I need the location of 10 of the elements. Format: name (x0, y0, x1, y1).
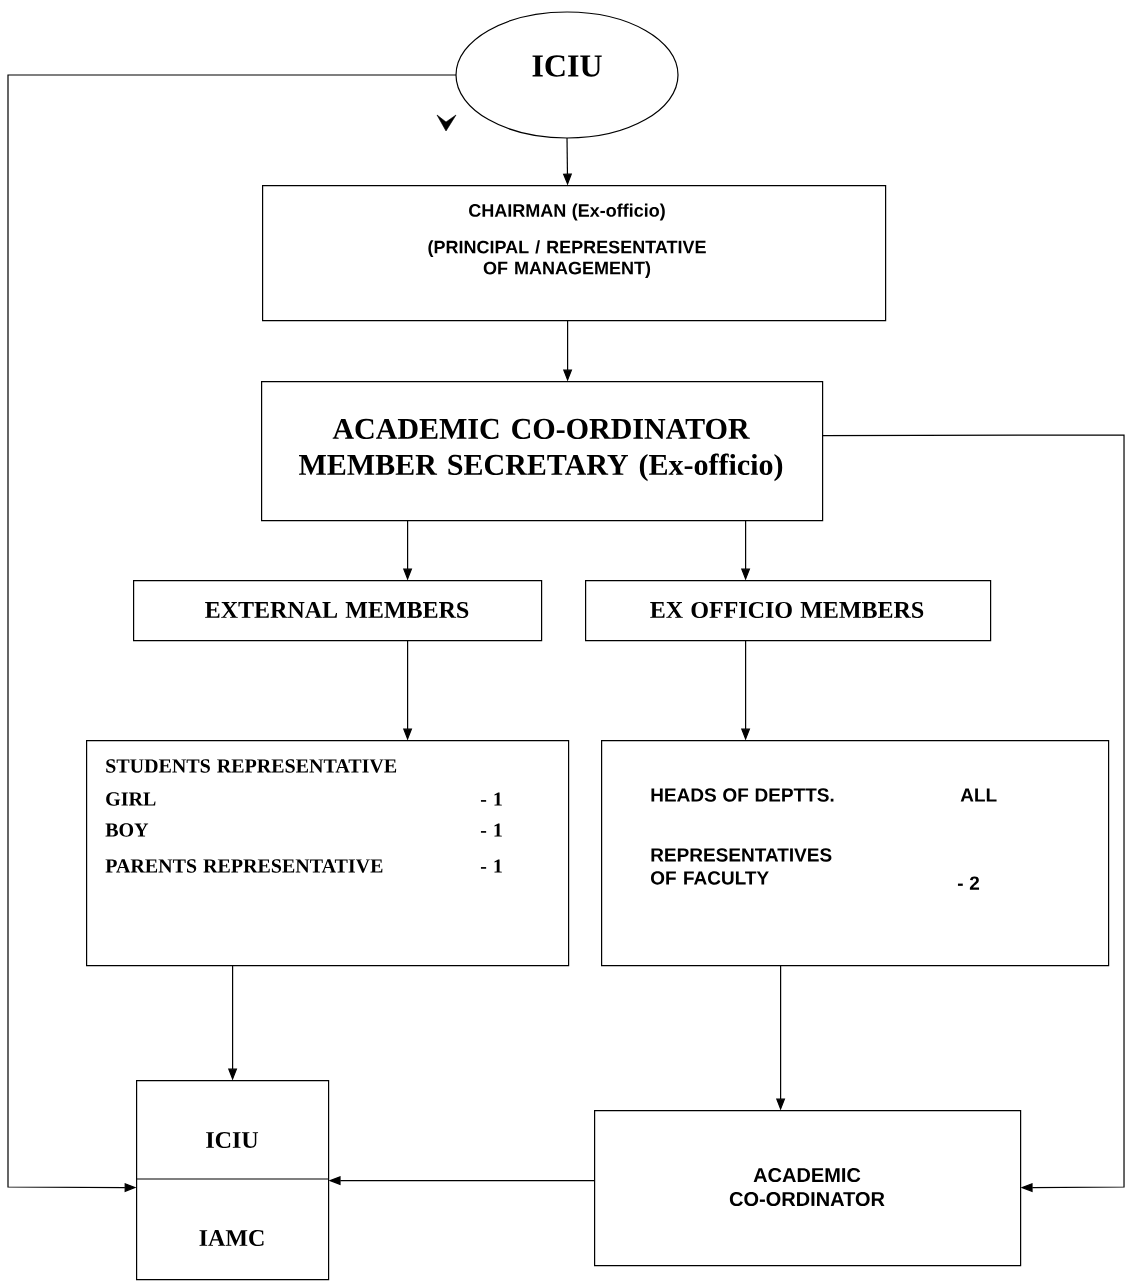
process-box: EXTERNAL MEMBERS (133, 580, 543, 642)
list-box: STUDENTS REPRESENTATIVE GIRL - 1 BOY - 1 PARENTS REPRESENTATIVE - 1 (86, 740, 570, 967)
process-box: CHAIRMAN (Ex-officio) (PRINCIPAL / REPRESENTATIVE OF MANAGEMENT) (262, 185, 887, 322)
process-box: EX OFFICIO MEMBERS (585, 580, 992, 642)
arrow (822, 434, 1125, 1193)
stacked-box: ICIU IAMC (135, 1080, 330, 1281)
process-box: ACADEMIC CO-ORDINATOR MEMBER SECRETARY (Ex-officio) (261, 381, 824, 522)
list-box: HEADS OF DEPTTS. ALL REPRESENTATIVES OF FACULTY - 2 (601, 740, 1110, 967)
oval-node: ICIU (455, 11, 679, 139)
process-box: ACADEMIC CO-ORDINATOR (594, 1110, 1022, 1267)
